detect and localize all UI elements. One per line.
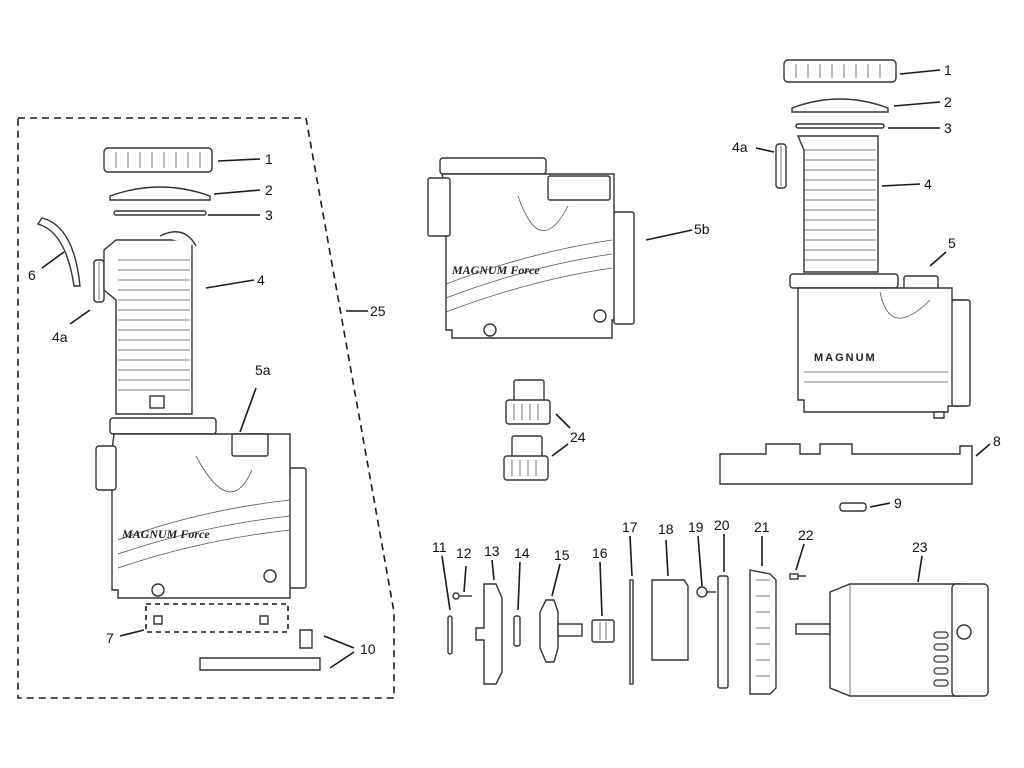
label-2-left: 2 — [265, 182, 273, 198]
left-pump-housing-5a: MAGNUM Force — [95, 417, 307, 599]
left-o-ring — [113, 210, 207, 216]
label-16: 16 — [592, 545, 608, 561]
part-20 — [717, 575, 729, 689]
label-20: 20 — [714, 517, 730, 533]
label-23: 23 — [912, 539, 928, 555]
label-12: 12 — [456, 545, 472, 561]
label-14: 14 — [514, 545, 530, 561]
left-leader-lines — [41, 158, 368, 669]
part-12 — [452, 592, 472, 600]
label-13: 13 — [484, 543, 500, 559]
center-pump-brand: MAGNUM Force — [451, 263, 540, 277]
label-5b: 5b — [694, 221, 710, 237]
label-24: 24 — [570, 429, 586, 445]
label-22: 22 — [798, 527, 814, 543]
motor-23 — [795, 583, 989, 697]
label-7: 7 — [106, 630, 114, 646]
bottom-leader-lines — [441, 534, 923, 617]
center-pump-housing-5b: MAGNUM Force — [427, 157, 635, 339]
part-21 — [749, 569, 777, 695]
leader-5b — [645, 229, 693, 241]
leader-24-bottom — [551, 443, 569, 457]
part-18 — [651, 579, 689, 661]
label-6: 6 — [28, 267, 36, 283]
right-o-ring — [795, 123, 885, 129]
label-5-right: 5 — [948, 235, 956, 251]
right-lid-ring — [783, 59, 897, 83]
label-17: 17 — [622, 519, 638, 535]
label-3-left: 3 — [265, 207, 273, 223]
assembly-25-boundary — [17, 117, 395, 699]
part-15 — [539, 599, 583, 663]
label-1-left: 1 — [265, 151, 273, 167]
right-pump-brand: MAGNUM — [814, 352, 877, 364]
left-hose-6 — [36, 217, 81, 287]
part-14 — [513, 615, 521, 647]
right-clip-4a — [775, 143, 787, 189]
label-4-left: 4 — [257, 272, 265, 288]
label-25: 25 — [370, 303, 386, 319]
label-3-right: 3 — [944, 120, 952, 136]
part-22 — [789, 573, 806, 580]
left-lid — [109, 186, 211, 201]
part-16 — [591, 619, 615, 643]
label-18: 18 — [658, 521, 674, 537]
right-leader-lines — [755, 69, 991, 508]
left-drain-plugs-7 — [145, 603, 289, 633]
label-15: 15 — [554, 547, 570, 563]
right-strainer-basket — [796, 135, 879, 273]
left-pump-brand: MAGNUM Force — [121, 527, 210, 541]
right-lid — [791, 98, 889, 113]
right-pin-9 — [839, 502, 867, 512]
part-17 — [629, 579, 634, 685]
label-21: 21 — [754, 519, 770, 535]
part-19 — [696, 586, 716, 598]
right-pump-housing-5: MAGNUM — [789, 273, 971, 419]
label-11: 11 — [432, 539, 447, 555]
label-1-right: 1 — [944, 62, 952, 78]
leader-24-top — [555, 413, 571, 429]
left-clip-4a — [93, 259, 105, 303]
left-base-items-10 — [199, 629, 321, 671]
label-5a: 5a — [255, 362, 271, 378]
label-2-right: 2 — [944, 94, 952, 110]
left-lid-ring — [103, 147, 213, 173]
part-13 — [475, 583, 503, 685]
union-fittings-24 — [503, 379, 551, 481]
part-11 — [447, 615, 453, 655]
label-8: 8 — [993, 433, 1001, 449]
label-19: 19 — [688, 519, 704, 535]
label-4a-left: 4a — [52, 329, 68, 345]
right-base-8 — [719, 443, 973, 485]
label-10: 10 — [360, 641, 376, 657]
left-strainer-basket — [103, 231, 197, 415]
label-4-right: 4 — [924, 176, 932, 192]
label-4a-right: 4a — [732, 139, 748, 155]
label-9: 9 — [894, 495, 902, 511]
